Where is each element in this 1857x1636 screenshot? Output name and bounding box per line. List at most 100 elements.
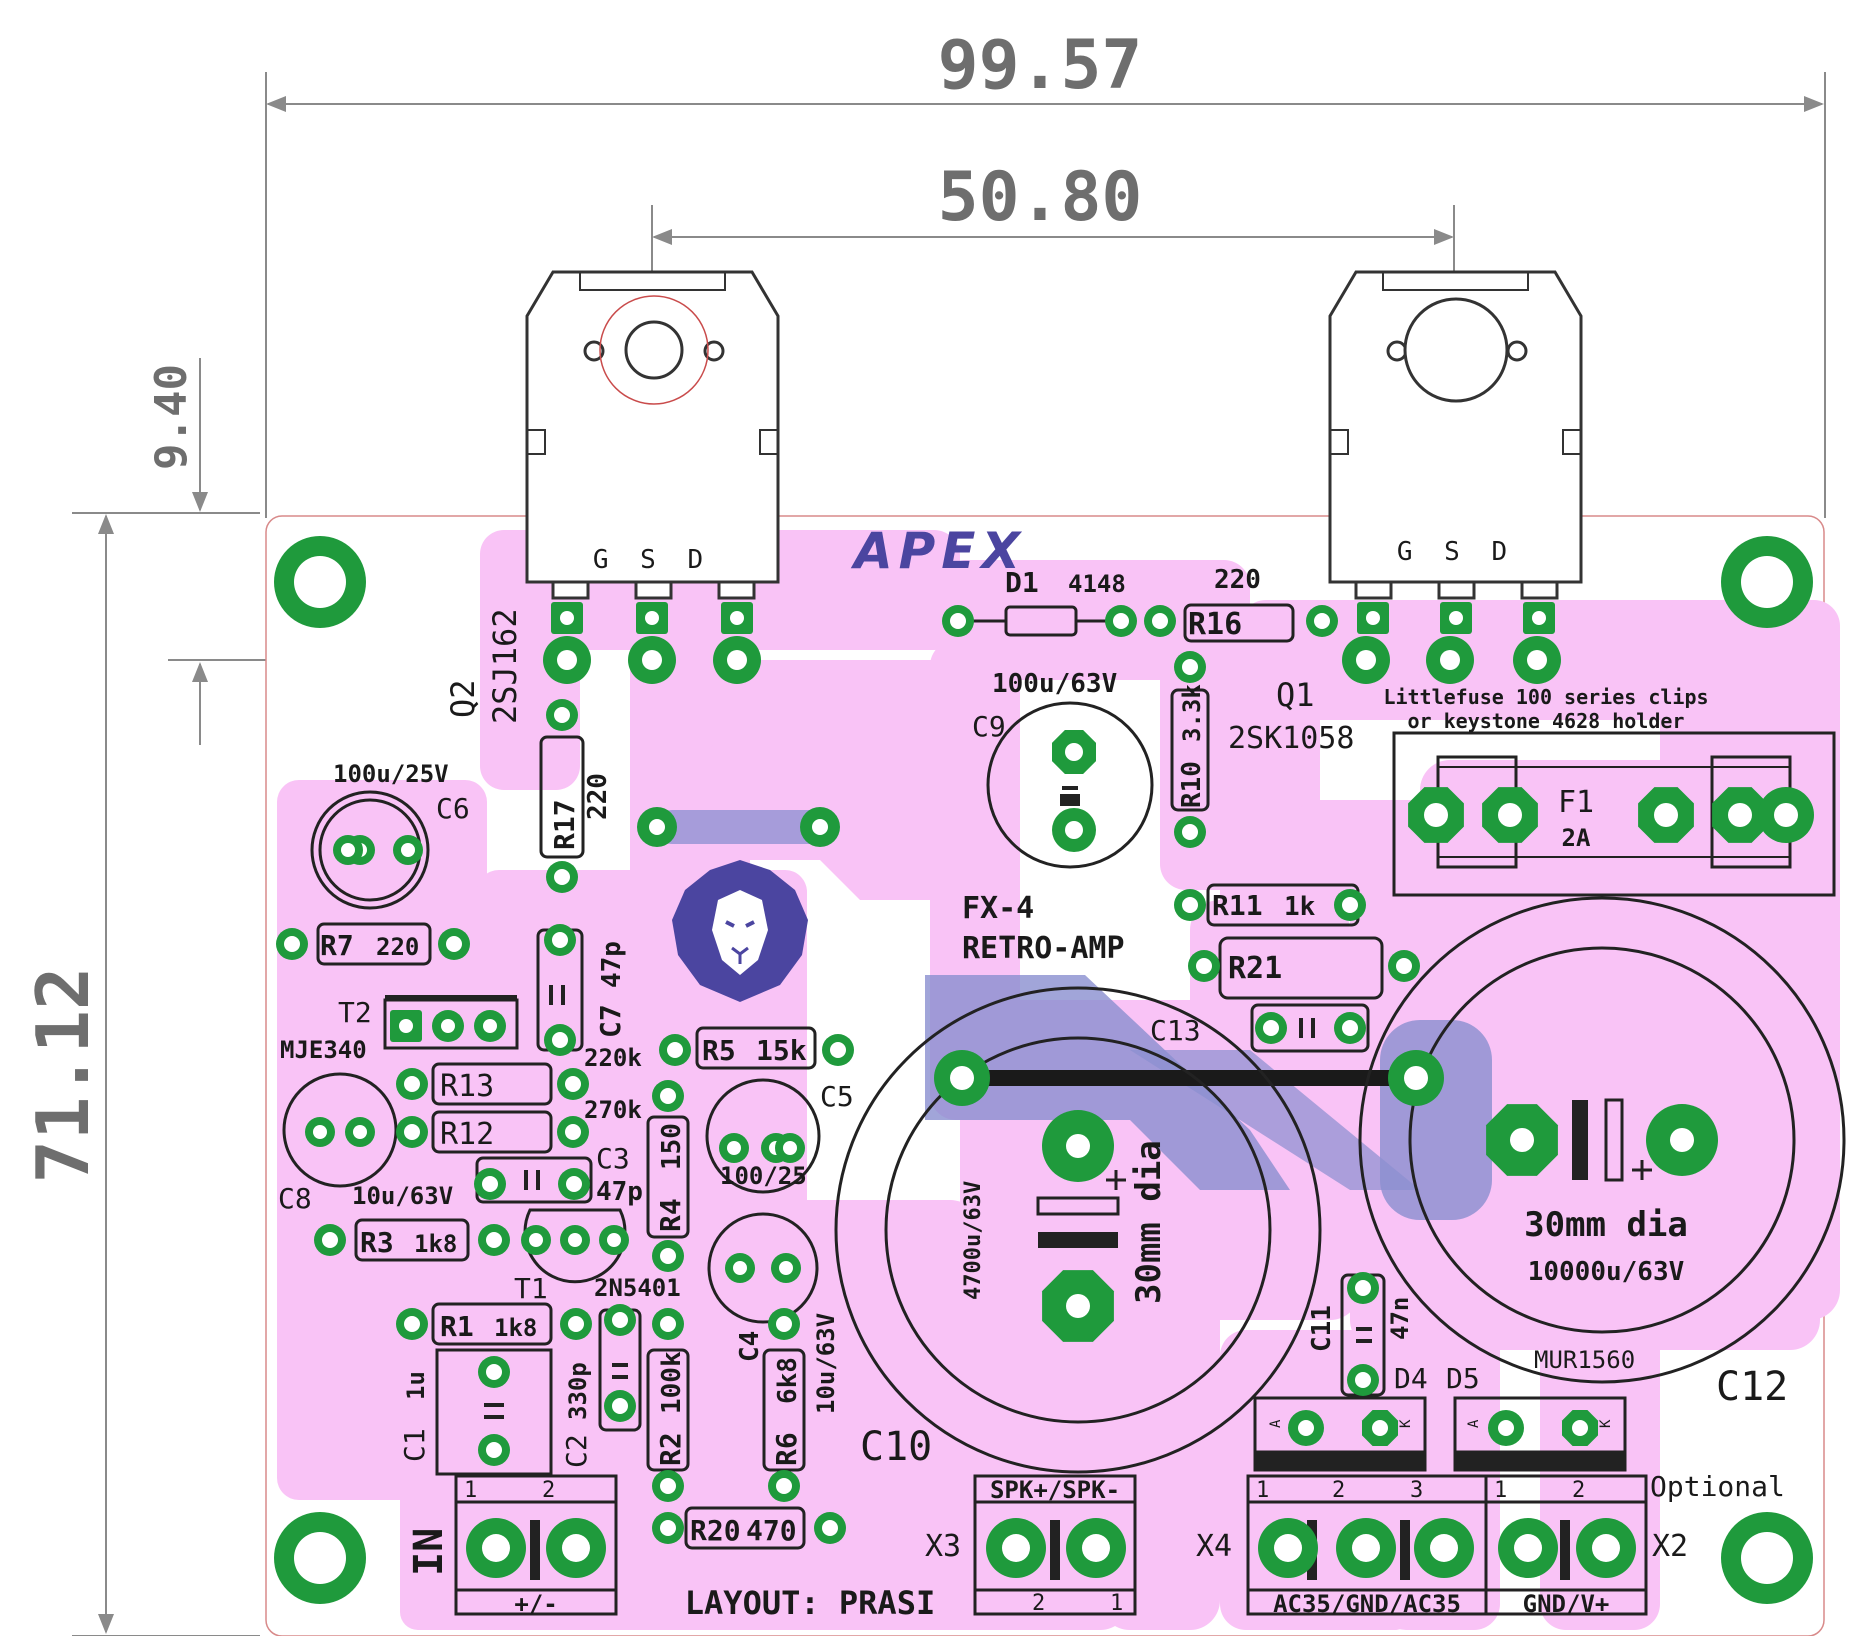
pad-drill-hole [554,869,570,885]
f1-ref: F1 [1558,785,1594,820]
x3-pin2: 2 [1032,1591,1045,1616]
c3-value: 47p [596,1177,643,1207]
x2-ref: X2 [1652,1529,1688,1564]
pad-drill-hole [399,1019,413,1033]
x3-pin1: 1 [1110,1591,1123,1616]
pad-drill-hole [727,1141,741,1155]
q1-pin-labels: G S D [1397,537,1515,567]
pad-drill-hole [341,843,355,857]
pad-drill-hole [486,1364,502,1380]
pad-drill-hole [1774,803,1798,827]
c11-value: 47n [1386,1297,1414,1340]
pad-drill-hole [612,1312,628,1328]
pad-drill-hole [560,611,574,625]
pad-drill-hole [1440,650,1460,670]
pad-drill-hole [353,1125,367,1139]
pad-drill-hole [812,819,828,835]
pad-drill-hole [1449,611,1463,625]
pad-drill-hole [1342,897,1358,913]
r1-ref: R1 [440,1310,474,1343]
pad-drill-hole [1066,1134,1090,1158]
pad-drill-hole [1065,743,1083,761]
pad-drill-hole [822,1520,838,1536]
pad-drill-hole [1342,1020,1358,1036]
t1-part: 2N5401 [594,1274,681,1302]
pad-drill-hole [1356,650,1376,670]
t1-ref: T1 [514,1272,548,1305]
in-pin1: 1 [464,1478,477,1503]
c2-ref: C2 [560,1434,593,1468]
dimension-offset: 9.40 [146,364,197,470]
q2-pin-labels: G S D [593,545,711,575]
pad-drill-hole [404,1316,420,1332]
fuse-note-1: Littlefuse 100 series clips [1383,685,1708,709]
c3-ref: C3 [596,1142,630,1175]
pad-drill-hole [1404,1066,1428,1090]
c2-value: 330p [564,1362,592,1420]
c9-ref: C9 [972,710,1006,743]
r5-ref: R5 [702,1034,736,1067]
pad-drill-hole [1082,1534,1110,1562]
pad-drill-hole [660,1316,676,1332]
pad-drill-hole [1430,1534,1458,1562]
x3-ref: X3 [925,1529,961,1564]
pad-drill-hole [483,1019,497,1033]
pad-drill-hole [1372,1420,1388,1436]
pad-drill-hole [779,1261,793,1275]
x2-pin2: 2 [1572,1478,1585,1503]
pad-drill-hole [565,1076,581,1092]
c4-ref: C4 [735,1331,765,1362]
dimension-width: 99.57 [938,26,1143,105]
r11-value: 1k [1284,892,1316,922]
pad-drill-hole [730,611,744,625]
pad-drill-hole [568,1316,584,1332]
pad-drill-hole [1510,1128,1534,1152]
pad-drill-hole [1314,613,1330,629]
pad-drill-hole [607,1233,621,1247]
pad-drill-hole [1352,1534,1380,1562]
x4-pin3: 3 [1410,1478,1423,1503]
d4-ref: D4 [1394,1362,1428,1395]
pad-drill-hole [482,1176,498,1192]
pad-drill-hole [1355,1280,1371,1296]
optional-label: Optional [1650,1470,1785,1503]
pad-drill-hole [776,1316,792,1332]
q2-ref: Q2 [444,679,482,718]
c8-value: 10u/63V [352,1182,453,1210]
x4-pins: AC35/GND/AC35 [1273,1590,1461,1618]
pad-drill-hole [1654,803,1678,827]
r6-ref: R6 [770,1432,803,1466]
pad-drill-hole [1182,659,1198,675]
mounting-holes [274,536,1813,1604]
r17-ref: R17 [548,799,581,850]
c10-size: 30mm dia [1129,1140,1169,1304]
r21-ref: R21 [1228,951,1282,986]
pad-drill-hole [568,1233,582,1247]
r13-value: 220k [584,1044,642,1072]
pad-drill-hole [1298,1420,1314,1436]
pad-drill-hole [529,1233,543,1247]
d4-pin-k: K [1398,1419,1414,1428]
c9-value: 100u/63V [992,669,1117,699]
pad-drill-hole [1066,1294,1090,1318]
pad-drill-hole [830,1042,846,1058]
x2-pins: GND/V+ [1523,1590,1610,1618]
pad-drill-hole [441,1019,455,1033]
pad-drill-hole [401,843,415,857]
cap-plate-symbols [484,786,1372,1419]
pad-drill-hole [727,650,747,670]
pad-drill-hole [1572,1420,1588,1436]
r3-value: 1k8 [414,1230,457,1258]
pad-drill-hole [284,936,300,952]
pad-drill-hole [482,1534,510,1562]
c8-ref: C8 [278,1182,312,1215]
pad-drill-hole [612,1398,628,1414]
in-label: IN [406,1528,452,1576]
r10-value: 3.3k [1178,684,1206,742]
f1-rating: 2A [1562,824,1591,852]
pad-drill-hole [649,819,665,835]
pad-drill-hole [486,1232,502,1248]
title-line2: RETRO-AMP [962,931,1125,966]
c10-polarity-symbol [1036,1170,1126,1248]
r20-ref: R20 [690,1514,741,1547]
